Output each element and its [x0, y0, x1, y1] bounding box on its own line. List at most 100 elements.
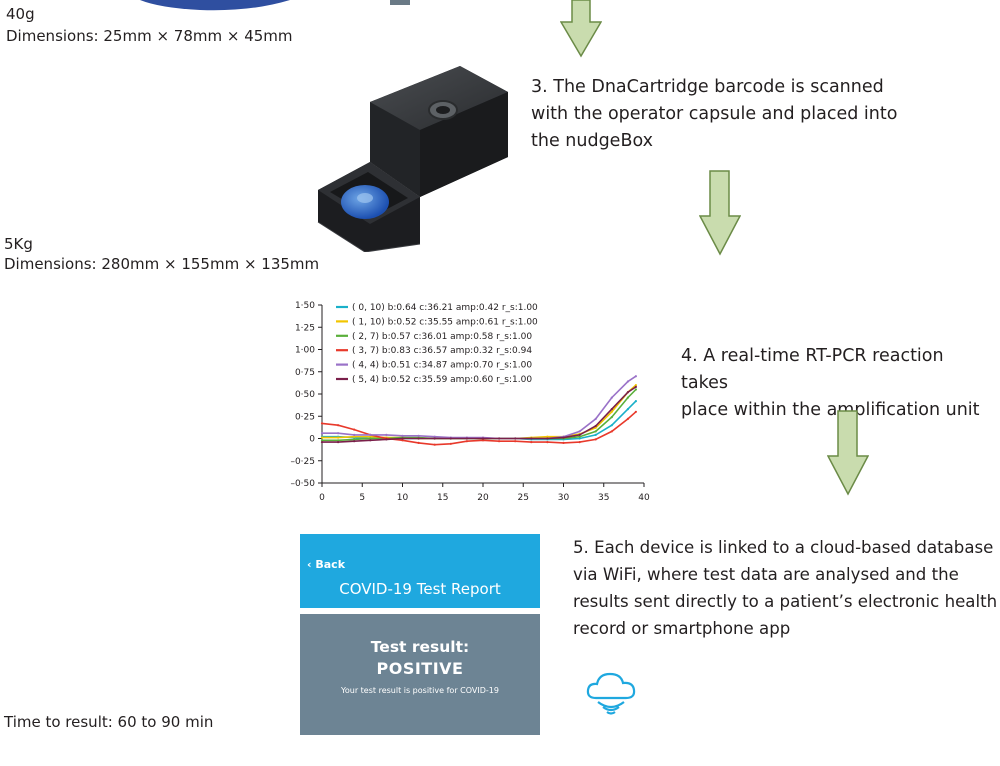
series-point	[449, 442, 452, 445]
series-point	[498, 437, 501, 440]
series-point	[610, 424, 613, 427]
time-to-result: Time to result: 60 to 90 min	[4, 713, 214, 731]
series-point	[634, 410, 637, 413]
down-arrow-icon	[560, 0, 602, 58]
series-point	[610, 396, 613, 399]
series-point	[449, 437, 452, 440]
chart-legend: ( 0, 10) b:0.64 c:36.21 amp:0.42 r_s:1.0…	[336, 303, 538, 385]
chart-lines	[320, 375, 637, 446]
series-point	[594, 417, 597, 420]
series-point	[320, 422, 324, 425]
series-point	[530, 441, 533, 444]
series-line	[322, 388, 637, 442]
y-tick-label: 0	[309, 435, 315, 445]
series-point	[337, 432, 340, 435]
series-point	[578, 430, 581, 433]
step-5-text: 5. Each device is linked to a cloud-base…	[573, 534, 998, 642]
step-5-line: results sent directly to a patient’s ele…	[573, 592, 998, 611]
y-tick-label: 1·25	[295, 323, 315, 333]
step-3-line: the nudgeBox	[531, 131, 653, 151]
series-point	[578, 433, 581, 436]
legend-label: ( 3, 7) b:0.83 c:36.57 amp:0.32 r_s:0.94	[352, 346, 532, 356]
y-tick-label: 1·50	[295, 301, 315, 311]
series-point	[353, 428, 356, 431]
series-point	[634, 400, 637, 403]
x-tick-label: 15	[437, 493, 448, 503]
series-point	[369, 437, 372, 440]
step-3-line: 3. The DnaCartridge barcode is scanned	[531, 77, 884, 97]
series-point	[562, 441, 565, 444]
series-point	[610, 410, 613, 413]
series-point	[369, 433, 372, 436]
series-point	[433, 435, 436, 438]
series-point	[337, 441, 340, 444]
y-tick-label: 0·75	[295, 368, 315, 378]
back-button[interactable]: ‹ Back	[307, 558, 346, 571]
y-tick-label: 0·50	[295, 390, 315, 400]
series-point	[546, 437, 549, 440]
box-dimensions: Dimensions: 280mm × 155mm × 135mm	[4, 255, 320, 273]
legend-label: ( 1, 10) b:0.52 c:35.55 amp:0.61 r_s:1.0…	[352, 317, 538, 327]
series-point	[353, 438, 356, 441]
result-value: POSITIVE	[376, 659, 464, 678]
series-point	[626, 396, 629, 399]
x-tick-label: 5	[359, 493, 365, 503]
legend-label: ( 0, 10) b:0.64 c:36.21 amp:0.42 r_s:1.0…	[352, 303, 538, 313]
series-point	[514, 440, 517, 443]
series-point	[634, 384, 637, 387]
series-point	[594, 433, 597, 436]
x-tick-label: 40	[638, 493, 650, 503]
y-tick-label: 1·00	[295, 346, 315, 356]
step-5-line: record or smartphone app	[573, 619, 791, 638]
series-point	[320, 432, 324, 435]
series-point	[562, 436, 565, 439]
operator-capsule-image	[140, 0, 410, 11]
step-3-line: with the operator capsule and placed int…	[531, 104, 898, 124]
step-4-text: 4. A real-time RT-PCR reaction takes pla…	[681, 343, 996, 424]
series-point	[530, 437, 533, 440]
x-tick-label: 20	[477, 493, 489, 503]
phone-result-panel: Test result: POSITIVE Your test result i…	[300, 614, 540, 735]
series-point	[634, 388, 637, 391]
capsule-dimensions: Dimensions: 25mm × 78mm × 45mm	[6, 27, 293, 45]
legend-label: ( 4, 4) b:0.51 c:34.87 amp:0.70 r_s:1.00	[352, 361, 532, 371]
x-tick-label: 35	[598, 493, 609, 503]
down-arrow-icon	[827, 410, 869, 496]
series-point	[481, 439, 485, 442]
series-point	[546, 441, 549, 444]
legend-label: ( 5, 4) b:0.52 c:35.59 amp:0.60 r_s:1.00	[352, 375, 532, 385]
series-point	[626, 391, 629, 394]
series-point	[465, 440, 468, 443]
series-point	[546, 435, 549, 438]
step-4-line: 4. A real-time RT-PCR reaction takes	[681, 346, 944, 393]
series-point	[594, 426, 597, 429]
series-point	[320, 439, 324, 442]
series-point	[417, 437, 420, 440]
x-tick-label: 30	[558, 493, 570, 503]
down-arrow-icon	[699, 170, 741, 256]
series-point	[417, 434, 420, 437]
series-point	[594, 430, 597, 433]
series-point	[401, 434, 404, 437]
series-point	[353, 440, 356, 443]
series-point	[626, 417, 629, 420]
series-point	[353, 433, 356, 436]
series-point	[337, 424, 340, 427]
series-point	[337, 436, 340, 439]
series-point	[594, 438, 597, 441]
series-point	[594, 424, 597, 428]
series-point	[385, 438, 388, 441]
series-point	[353, 435, 356, 438]
x-tick-label: 0	[319, 493, 325, 503]
series-point	[634, 385, 637, 388]
series-point	[320, 441, 324, 444]
y-tick-label: –0·25	[290, 457, 315, 467]
nudgebox-device-image	[317, 66, 508, 252]
series-point	[369, 439, 372, 442]
series-point	[320, 436, 324, 439]
step-4-line: place within the amplification unit	[681, 400, 980, 420]
x-tick-label: 25	[518, 493, 529, 503]
box-weight: 5Kg	[4, 235, 33, 253]
series-point	[626, 380, 629, 383]
